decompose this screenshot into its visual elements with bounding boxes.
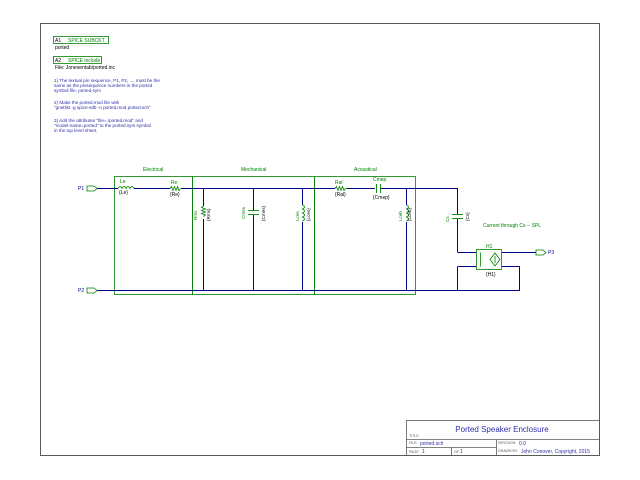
a1-value: SPICE SUBCKT bbox=[68, 38, 105, 44]
pin-p3-label: P3 bbox=[548, 250, 554, 256]
title-block bbox=[406, 420, 600, 456]
page-value: 1 bbox=[422, 449, 425, 455]
ral-value: {Ral} bbox=[335, 192, 346, 198]
nets bbox=[97, 188, 536, 291]
note-line: "gnetlist -g spice-sdb -o ported.mod por… bbox=[54, 105, 151, 110]
a2-label: A2 bbox=[55, 58, 61, 64]
a1-label: A1 bbox=[55, 38, 61, 44]
pin-p2: P2 bbox=[78, 287, 98, 294]
inductor-lceb bbox=[405, 204, 409, 222]
resistor-rms bbox=[200, 205, 207, 217]
cmep-ref: Cmep bbox=[373, 177, 387, 183]
drawing-title: Ported Speaker Enclosure bbox=[455, 425, 549, 434]
note-line: in the top level sheet. bbox=[54, 128, 97, 133]
drawn-value: John Conover, Copyright, 2015 bbox=[521, 449, 590, 455]
inductor-lces bbox=[301, 204, 305, 222]
pin-p2-label: P2 bbox=[78, 288, 84, 294]
revision-label: REVISION: bbox=[498, 441, 516, 445]
note-line: symbol file, ported.sym bbox=[54, 88, 101, 93]
notes-block: 1) The textual pin sequence, P1, P2, ...… bbox=[54, 78, 160, 133]
resistor-re bbox=[169, 185, 181, 192]
note-line: "model-name=ported" to the ported.sym sy… bbox=[54, 123, 151, 128]
revision-value: 0.0 bbox=[519, 441, 526, 447]
source-h1 bbox=[476, 249, 502, 270]
le-ref: Le bbox=[120, 179, 126, 185]
mechanical-label: Mechanical bbox=[241, 167, 266, 173]
re-ref: Re bbox=[171, 180, 178, 186]
lces-ref: Lces bbox=[295, 211, 300, 221]
le-value: {Le} bbox=[119, 190, 128, 196]
h1-value: {H1} bbox=[486, 272, 496, 278]
attribute-a2: A2 SPICE include File: Jonesentab/ported… bbox=[53, 56, 116, 71]
note-line: 3) Add the attributes "file=./ported.mod… bbox=[54, 118, 143, 123]
rms-ref: Rms bbox=[193, 210, 198, 220]
lceb-value: {Lceb} bbox=[407, 208, 412, 221]
section-boxes bbox=[114, 176, 416, 295]
a2-value: SPICE include bbox=[68, 58, 100, 64]
attribute-a1: A1 SPICE SUBCKT ported bbox=[53, 36, 109, 51]
re-value: {Re} bbox=[170, 192, 180, 198]
a2-sub: File: Jonesentab/ported.inc bbox=[55, 65, 116, 71]
rms-value: {Rms} bbox=[206, 208, 211, 221]
acoustical-label: Acoustical bbox=[354, 167, 377, 173]
drawn-label: DRAWN BY: bbox=[498, 449, 518, 453]
acoustical-section bbox=[314, 176, 416, 295]
page-label: PAGE bbox=[409, 450, 419, 454]
of-value: 1 bbox=[460, 449, 463, 455]
of-label: OF bbox=[454, 450, 460, 454]
h1-ref: H1 bbox=[486, 244, 493, 250]
capacitor-cmep bbox=[376, 184, 381, 193]
cmes-value: {Cmes} bbox=[261, 205, 266, 221]
electrical-label: Electrical bbox=[143, 167, 163, 173]
pin-p1: P1 bbox=[78, 185, 98, 192]
cs-ref: Cs bbox=[445, 216, 450, 222]
pin-p1-label: P1 bbox=[78, 186, 84, 192]
file-label: FILE: bbox=[409, 441, 418, 445]
note-line: 2) Make the ported.mod file with bbox=[54, 100, 120, 105]
lceb-ref: Lceb bbox=[398, 211, 403, 221]
cmes-ref: Cmes bbox=[241, 206, 246, 219]
inductor-le bbox=[117, 186, 135, 190]
cs-value: {Cs} bbox=[465, 212, 470, 221]
capacitor-cs bbox=[452, 214, 463, 219]
resistor-ral bbox=[334, 185, 347, 192]
note-line: 1) The textual pin sequence, P1, P2, ...… bbox=[54, 78, 160, 83]
lces-value: {Lces} bbox=[306, 208, 311, 221]
title-label: TITLE bbox=[409, 434, 419, 438]
note-line: same as the pinsequence numbers in the p… bbox=[54, 83, 153, 88]
pin-p3: P3 bbox=[535, 249, 554, 256]
capacitor-cmes bbox=[248, 210, 259, 215]
spl-annotation: Current through Cs -- SPL bbox=[483, 223, 541, 229]
cmep-value: {Cmep} bbox=[373, 195, 390, 201]
ral-ref: Ral bbox=[335, 180, 343, 186]
sheet-border bbox=[40, 23, 600, 456]
a1-sub: ported bbox=[55, 45, 69, 51]
file-value: ported.sch bbox=[420, 441, 444, 447]
